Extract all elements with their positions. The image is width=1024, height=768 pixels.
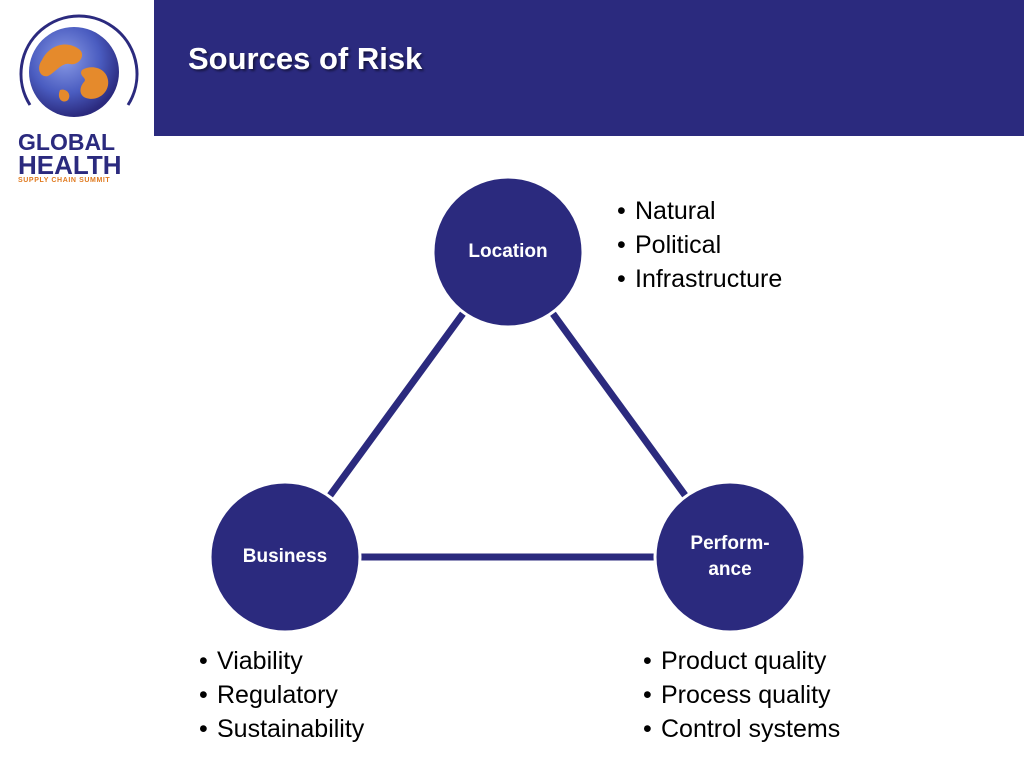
node-business-label: Business	[242, 546, 328, 567]
global-health-logo: GLOBAL HEALTH SUPPLY CHAIN SUMMIT	[0, 0, 154, 200]
logo-tagline: SUPPLY CHAIN SUMMIT	[18, 177, 111, 184]
list-item: Process quality	[643, 678, 840, 712]
performance-risk-list: Product quality Process quality Control …	[643, 644, 840, 746]
list-item: Product quality	[643, 644, 840, 678]
list-item: Viability	[199, 644, 364, 678]
list-item: Political	[617, 228, 782, 262]
node-location	[431, 175, 585, 329]
node-business	[208, 480, 362, 634]
globe-icon	[19, 14, 139, 117]
node-location-label: Location	[468, 241, 548, 262]
header-band	[154, 0, 1024, 136]
node-performance	[653, 480, 807, 634]
list-item: Control systems	[643, 712, 840, 746]
list-item: Natural	[617, 194, 782, 228]
node-performance-label: Perform- ance	[690, 531, 769, 583]
logo-wordmark-line2: HEALTH	[18, 150, 122, 180]
logo-wordmark-line1: GLOBAL	[18, 129, 116, 155]
list-item: Sustainability	[199, 712, 364, 746]
node-performance-label-line2: ance	[708, 559, 752, 580]
slide-title: Sources of Risk	[188, 41, 423, 76]
location-risk-list: Natural Political Infrastructure	[617, 194, 782, 296]
node-performance-label-line1: Perform-	[690, 533, 770, 554]
list-item: Regulatory	[199, 678, 364, 712]
list-item: Infrastructure	[617, 262, 782, 296]
business-risk-list: Viability Regulatory Sustainability	[199, 644, 364, 746]
